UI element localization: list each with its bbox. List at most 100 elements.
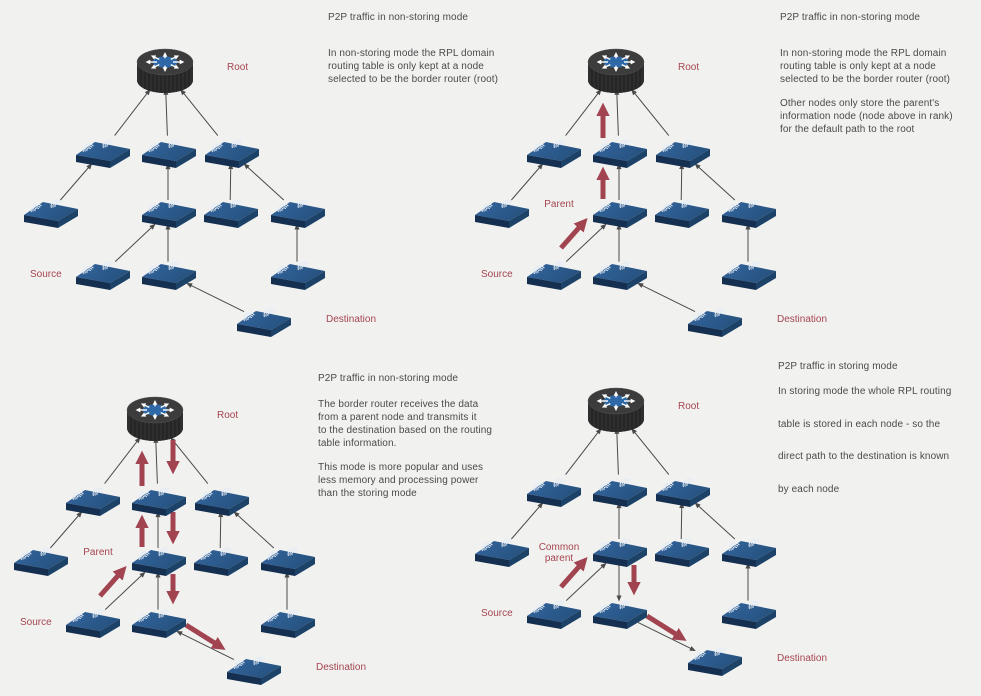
wireless-waves-icon — [287, 609, 299, 619]
destination-label: Destination — [316, 662, 367, 673]
wireless-node-icon — [475, 538, 529, 567]
uplink-arrow — [114, 88, 151, 136]
wireless-waves-icon — [201, 491, 213, 501]
destination-label: Destination — [326, 314, 377, 325]
wireless-node-icon — [722, 261, 776, 290]
wireless-waves-icon — [267, 613, 279, 623]
router-arrow-icon — [170, 63, 180, 69]
parent-label: Parent — [83, 547, 113, 558]
uplink-arrow — [614, 88, 620, 136]
root-router-icon — [126, 396, 184, 441]
wireless-waves-icon — [148, 143, 160, 153]
wireless-node-icon — [66, 609, 120, 638]
router-arrow-icon — [170, 55, 180, 61]
wireless-waves-icon — [662, 482, 674, 492]
common-parent-label: Common parent — [538, 542, 580, 564]
network-topology-diagram — [24, 48, 325, 337]
wireless-waves-icon — [230, 199, 242, 209]
wireless-node-icon — [14, 547, 68, 576]
wireless-waves-icon — [619, 261, 631, 271]
wireless-waves-icon — [148, 265, 160, 275]
network-topology-diagram — [475, 48, 776, 337]
section-title: P2P traffic in non-storing mode — [318, 373, 459, 384]
wireless-node-icon — [76, 261, 130, 290]
wireless-waves-icon — [72, 491, 84, 501]
uplink-arrow — [104, 571, 146, 610]
wireless-waves-icon — [200, 551, 212, 561]
wireless-waves-icon — [553, 139, 565, 149]
quadrant-top-right: Root Parent Source Destination P2P traff… — [451, 0, 953, 348]
traffic-path-arrow — [559, 217, 588, 250]
wireless-waves-icon — [221, 487, 233, 497]
wireless-waves-icon — [243, 312, 255, 322]
wireless-waves-icon — [748, 600, 760, 610]
wireless-waves-icon — [231, 139, 243, 149]
traffic-path-arrow — [559, 556, 588, 589]
uplink-arrow — [679, 163, 685, 201]
wireless-waves-icon — [138, 551, 150, 561]
description-paragraph: Other nodes only store the parent's info… — [780, 98, 953, 135]
router-arrow-icon — [601, 63, 611, 69]
wireless-node-icon — [593, 538, 647, 567]
wireless-waves-icon — [694, 312, 706, 322]
root-router-icon — [136, 48, 194, 93]
uplink-arrow — [565, 427, 602, 475]
wireless-waves-icon — [20, 551, 32, 561]
quadrant-bottom-right: Root Common parent Source Destination P2… — [451, 339, 951, 687]
wireless-waves-icon — [40, 547, 52, 557]
wireless-node-icon — [593, 199, 647, 228]
router-arrow-icon — [150, 63, 160, 69]
parent-label: Parent — [544, 199, 574, 210]
router-arrow-icon — [150, 55, 160, 61]
wireless-waves-icon — [533, 143, 545, 153]
router-arrow-icon — [160, 403, 170, 409]
wireless-node-icon — [205, 139, 259, 168]
wireless-waves-icon — [599, 542, 611, 552]
router-arrow-icon — [621, 394, 631, 400]
uplink-arrow — [218, 511, 224, 549]
wireless-waves-icon — [220, 547, 232, 557]
wireless-node-icon — [655, 538, 709, 567]
router-arrow-icon — [601, 55, 611, 61]
wireless-node-icon — [132, 487, 186, 516]
uplink-arrow — [233, 511, 275, 549]
wireless-node-icon — [142, 139, 196, 168]
wireless-node-icon — [237, 308, 291, 337]
wireless-waves-icon — [682, 478, 694, 488]
wireless-node-icon — [722, 199, 776, 228]
uplink-arrow — [631, 427, 670, 475]
router-arrow-icon — [621, 63, 631, 69]
uplink-arrow — [50, 511, 83, 549]
wireless-waves-icon — [277, 265, 289, 275]
uplink-arrow — [180, 88, 219, 136]
wireless-node-icon — [527, 261, 581, 290]
description-block: P2P traffic in non-storing mode In non-s… — [780, 12, 981, 147]
wireless-node-icon — [76, 139, 130, 168]
description-paragraph: In non-storing mode the RPL domain routi… — [780, 48, 951, 85]
wireless-waves-icon — [599, 143, 611, 153]
wireless-waves-icon — [748, 538, 760, 548]
wireless-node-icon — [227, 656, 281, 685]
wireless-waves-icon — [599, 604, 611, 614]
traffic-path-arrow — [645, 613, 687, 641]
wireless-node-icon — [593, 261, 647, 290]
wireless-waves-icon — [619, 199, 631, 209]
uplink-arrow — [565, 223, 607, 262]
wireless-node-icon — [204, 199, 258, 228]
source-label: Source — [20, 617, 52, 628]
wireless-waves-icon — [30, 203, 42, 213]
wireless-waves-icon — [694, 651, 706, 661]
wireless-waves-icon — [553, 478, 565, 488]
wireless-node-icon — [593, 600, 647, 629]
source-label: Source — [481, 608, 513, 619]
wireless-waves-icon — [138, 613, 150, 623]
wireless-waves-icon — [619, 538, 631, 548]
uplink-arrow — [170, 436, 209, 484]
wireless-waves-icon — [599, 265, 611, 275]
wireless-waves-icon — [481, 542, 493, 552]
wireless-waves-icon — [168, 199, 180, 209]
root-router-icon — [587, 48, 645, 93]
source-label: Source — [30, 269, 62, 280]
wireless-waves-icon — [233, 660, 245, 670]
wireless-waves-icon — [82, 143, 94, 153]
